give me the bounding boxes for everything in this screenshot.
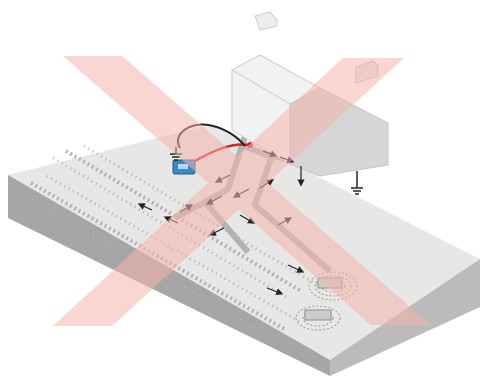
house-tower <box>255 12 277 30</box>
meter-screen <box>178 164 188 169</box>
buried-rod <box>305 310 331 320</box>
ground-icon <box>351 171 363 194</box>
